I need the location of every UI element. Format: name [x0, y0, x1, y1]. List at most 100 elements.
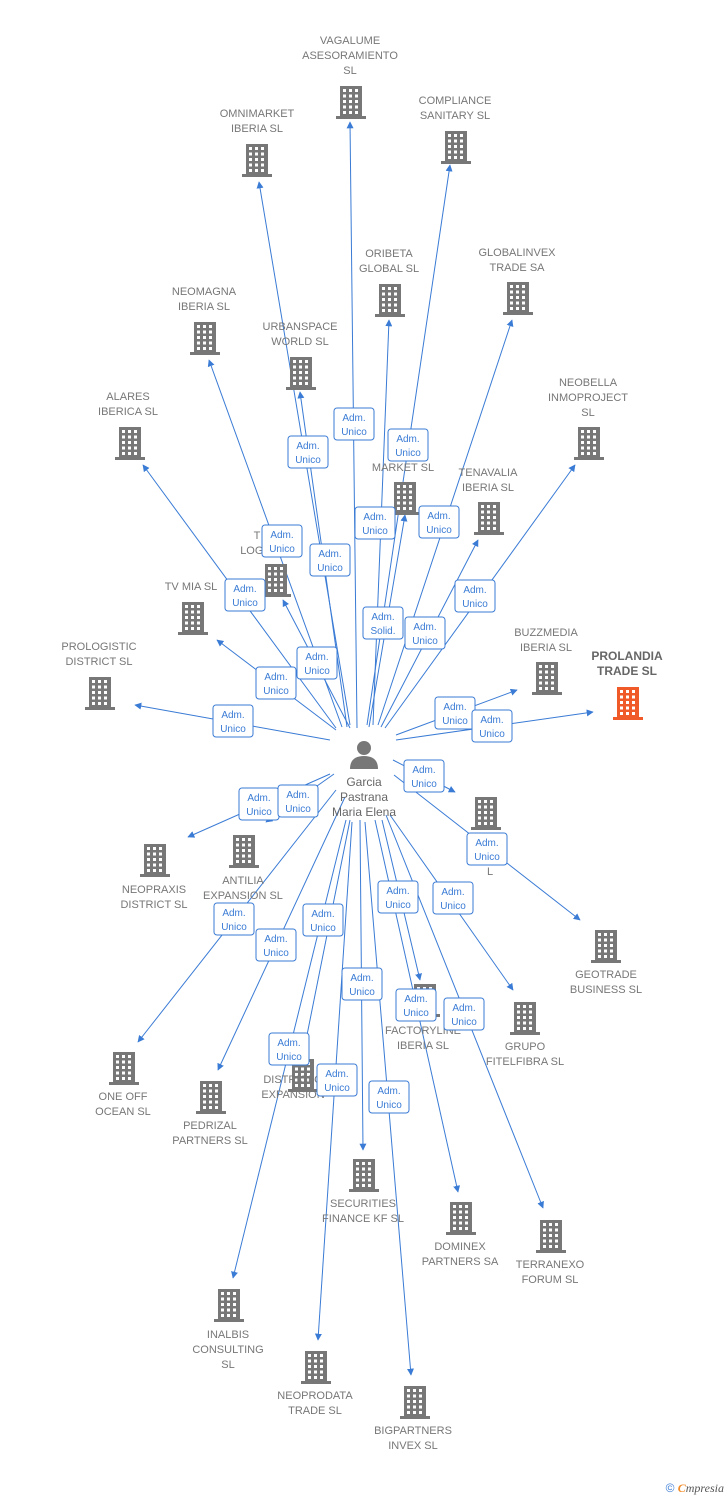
- company-node-tvmia[interactable]: TV MIA SL: [165, 581, 218, 635]
- role-badge-inalbis[interactable]: Adm.Unico: [268, 1032, 310, 1066]
- company-label: SL: [221, 1359, 234, 1371]
- company-node-market[interactable]: MAMARKET SL: [372, 447, 434, 515]
- role-badge-vagalume[interactable]: Adm.Unico: [333, 407, 375, 441]
- role-text: Unico: [310, 923, 336, 934]
- role-badge-neoprodata[interactable]: Adm.Unico: [316, 1063, 358, 1097]
- role-badge-antilia[interactable]: Adm.Unico: [277, 784, 319, 818]
- role-badge-globalinvex[interactable]: Adm.Unico: [418, 505, 460, 539]
- building-icon: [591, 930, 621, 963]
- role-badge-pedrizal[interactable]: Adm.Unico: [255, 928, 297, 962]
- role-badge-geotrade[interactable]: Adm.Unico: [466, 832, 508, 866]
- role-badge-bigpartners[interactable]: Adm.Unico: [368, 1080, 410, 1114]
- company-label: BUZZMEDIA: [514, 627, 578, 639]
- brand-logo[interactable]: Cmpresia: [677, 1481, 724, 1495]
- company-label: IBERIA SL: [231, 123, 283, 135]
- role-badge-oneoff[interactable]: Adm.Unico: [213, 902, 255, 936]
- role-text: Adm.: [233, 584, 256, 595]
- company-label: T: [254, 530, 261, 542]
- role-badge-neobella[interactable]: Adm.Unico: [454, 579, 496, 613]
- role-badge-market[interactable]: Adm.Solid.: [362, 606, 404, 640]
- company-label: IBERIA SL: [520, 642, 572, 654]
- role-badge-distriglo[interactable]: Adm.Unico: [302, 903, 344, 937]
- company-label: VAGALUME: [320, 35, 380, 47]
- role-text: Adm.: [363, 512, 386, 523]
- role-badge-tenavalia[interactable]: Adm.Unico: [404, 616, 446, 650]
- role-badge-neomagna[interactable]: Adm.Unico: [261, 524, 303, 558]
- role-text: Unico: [269, 544, 295, 555]
- building-icon: [336, 86, 366, 119]
- role-text: Unico: [403, 1008, 429, 1019]
- role-badge-securities[interactable]: Adm.Unico: [341, 967, 383, 1001]
- building-icon: [503, 282, 533, 315]
- building-icon: [613, 687, 643, 720]
- center-person[interactable]: Garcia Pastrana Maria Elena: [332, 741, 396, 819]
- role-badge-prolandia[interactable]: Adm.Unico: [471, 709, 513, 743]
- role-badge-compliance[interactable]: Adm.Unico: [387, 428, 429, 462]
- role-badge-terranexo[interactable]: Adm.Unico: [443, 997, 485, 1031]
- role-badge-urbanspace[interactable]: Adm.Unico: [309, 543, 351, 577]
- role-badge-neopraxis[interactable]: Adm.Unico: [238, 787, 280, 821]
- role-badge-buzzmedia[interactable]: Adm.Unico: [434, 696, 476, 730]
- building-icon: [178, 602, 208, 635]
- role-badge-oribeta[interactable]: Adm.Unico: [354, 506, 396, 540]
- role-text: Unico: [263, 948, 289, 959]
- company-label: EXPANSION: [261, 1089, 324, 1101]
- company-label: TRADE SL: [288, 1405, 342, 1417]
- role-text: Unico: [474, 852, 500, 863]
- company-label: FINANCE KF SL: [322, 1213, 404, 1225]
- building-icon: [115, 427, 145, 460]
- role-badge-logistic[interactable]: Adm.Unico: [296, 646, 338, 680]
- role-text: Adm.: [350, 973, 373, 984]
- company-label: L: [487, 866, 493, 878]
- company-label: COMPLIANCE: [419, 95, 492, 107]
- building-icon: [532, 662, 562, 695]
- role-text: Unico: [295, 455, 321, 466]
- building-icon: [446, 1202, 476, 1235]
- role-badge-alares[interactable]: Adm.Unico: [224, 578, 266, 612]
- company-label: CONSULTING: [192, 1344, 263, 1356]
- role-text: Adm.: [452, 1003, 475, 1014]
- building-icon: [214, 1289, 244, 1322]
- company-label: ONE OFF: [99, 1091, 148, 1103]
- role-badge-grupo[interactable]: Adm.Unico: [432, 881, 474, 915]
- role-badge-dominex[interactable]: Adm.Unico: [395, 988, 437, 1022]
- role-badge-factoryline[interactable]: Adm.Unico: [377, 880, 419, 914]
- company-label: FITELFIBRA SL: [486, 1056, 564, 1068]
- role-badge-omnimarket[interactable]: Adm.Unico: [287, 435, 329, 469]
- role-text: Adm.: [264, 672, 287, 683]
- company-label: URBANSPACE: [263, 321, 338, 333]
- role-text: Adm.: [413, 622, 436, 633]
- role-badge-sy[interactable]: Adm.Unico: [403, 759, 445, 793]
- company-node-buzzmedia[interactable]: BUZZMEDIA IBERIA SL: [514, 627, 578, 695]
- role-text: Adm.: [222, 908, 245, 919]
- role-badge-tvmia[interactable]: Adm.Unico: [255, 666, 297, 700]
- role-text: Adm.: [277, 1038, 300, 1049]
- role-text: Adm.: [286, 790, 309, 801]
- role-badge-prologistic[interactable]: Adm.Unico: [212, 704, 254, 738]
